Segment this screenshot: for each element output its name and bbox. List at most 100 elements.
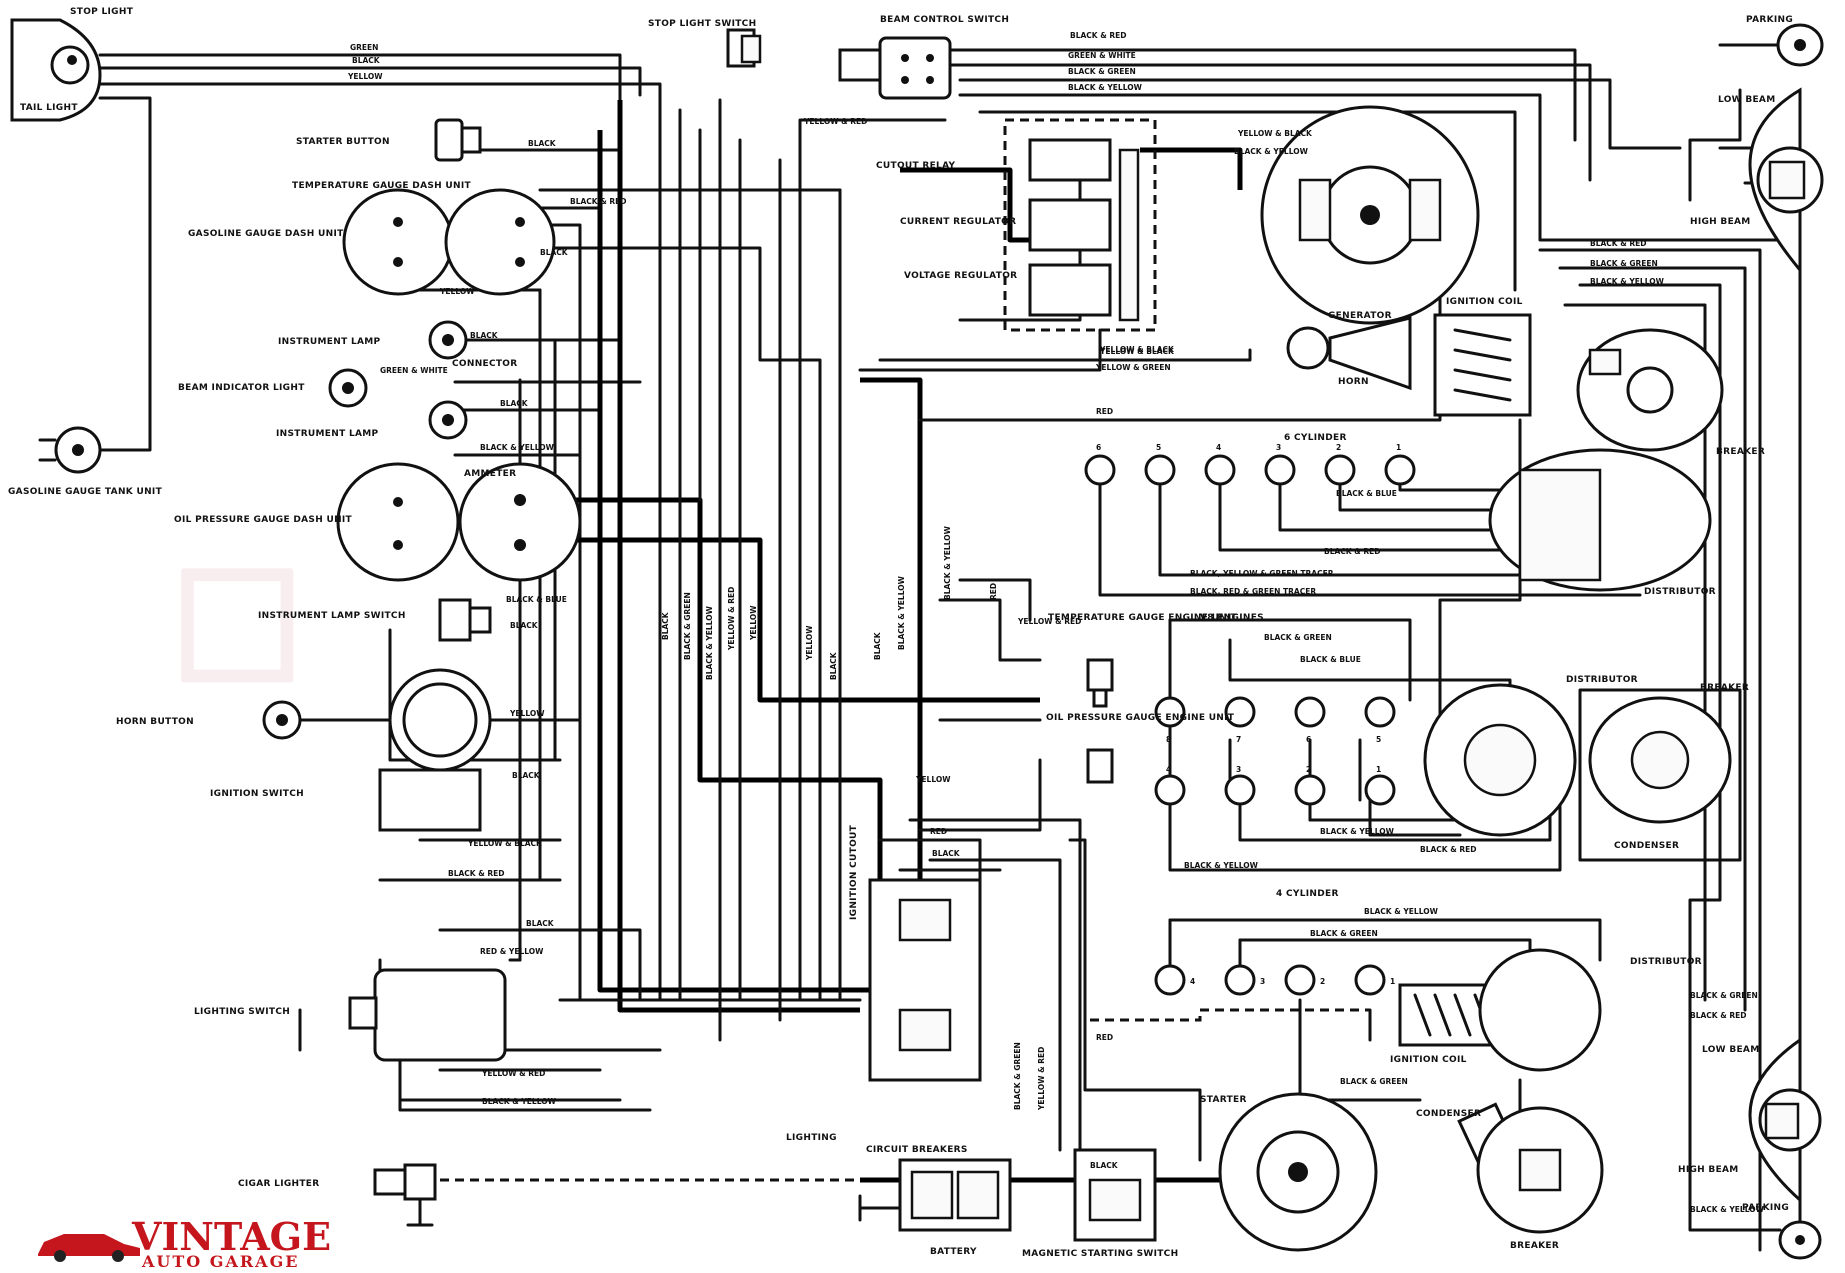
wire-label: YELLOW [509, 709, 545, 718]
wire-label: YELLOW & BLACK [1237, 129, 1313, 138]
four-cylinder-plugs [1154, 964, 1386, 996]
voltage-regulator-box [1003, 118, 1157, 332]
wire-label: BLACK & GREEN [1013, 1042, 1022, 1110]
wire-label: BLACK [873, 631, 882, 660]
label-high-beam-top: HIGH BEAM [1690, 217, 1751, 227]
wire-label: YELLOW [439, 287, 475, 296]
ignition-coil-top [1433, 313, 1532, 417]
label-stop-light-switch: STOP LIGHT SWITCH [648, 19, 756, 29]
distributor-v8-icon [1423, 683, 1577, 837]
logo-main-text: VINTAGE [132, 1214, 332, 1259]
wire-label: RED [1096, 407, 1113, 416]
wire-label: BLACK & YELLOW [1184, 861, 1259, 870]
wire-label: BLACK [500, 399, 529, 408]
wire-label: BLACK & RED [1590, 239, 1647, 248]
horn-button-icon [262, 700, 302, 740]
cyl-num: 1 [1390, 977, 1395, 986]
label-ammeter: AMMETER [464, 469, 516, 479]
stop-tail-light [10, 18, 102, 122]
label-six-cylinder: 6 CYLINDER [1284, 433, 1347, 443]
wire-label: BLACK & BLUE [1336, 489, 1397, 498]
label-cutout-relay: CUTOUT RELAY [876, 161, 956, 171]
starter-button [434, 118, 482, 162]
label-breaker-top: BREAKER [1716, 447, 1765, 457]
label-magnetic-starting-switch: MAGNETIC STARTING SWITCH [1022, 1249, 1178, 1259]
label-four-cylinder: 4 CYLINDER [1276, 889, 1339, 899]
wire-label: GREEN [350, 43, 378, 52]
generator-icon [1260, 105, 1480, 325]
beam-control-switch-icon [838, 36, 952, 100]
parking-light-bottom [1778, 1220, 1822, 1260]
wire-label: YELLOW & RED [1017, 617, 1081, 626]
wire-label: BLACK & YELLOW [482, 1097, 557, 1106]
wire-label: BLACK & YELLOW [1234, 147, 1309, 156]
label-distributor-v8: DISTRIBUTOR [1566, 675, 1638, 685]
wire-label: BLACK & YELLOW [1690, 1205, 1765, 1214]
logo-sub-text: AUTO GARAGE [142, 1252, 300, 1271]
wire-label: BLACK & GREEN [1068, 67, 1136, 76]
cyl-num: 6 [1306, 735, 1311, 744]
wire-label: BLACK & YELLOW [1320, 827, 1395, 836]
label-oil-pressure-dash: OIL PRESSURE GAUGE DASH UNIT [174, 515, 353, 525]
wire-label: GREEN & WHITE [1068, 51, 1136, 60]
label-condenser-4: CONDENSER [1416, 1109, 1481, 1119]
wire-label: YELLOW [749, 605, 758, 641]
label-oil-pressure-engine: OIL PRESSURE GAUGE ENGINE UNIT [1046, 713, 1235, 723]
lighting-switch-icon [348, 968, 507, 1062]
wire-label: BLACK, RED & GREEN TRACER [1190, 587, 1316, 596]
label-ignition-cutout: IGNITION CUTOUT [849, 824, 859, 920]
label-voltage-regulator: VOLTAGE REGULATOR [904, 271, 1017, 281]
wire-label: BLACK [540, 248, 569, 257]
wire-label: BLACK [352, 56, 381, 65]
wire-label: YELLOW [915, 775, 951, 784]
wire-label: BLACK [526, 919, 555, 928]
label-ignition-switch: IGNITION SWITCH [210, 789, 304, 799]
horn-icon [1286, 316, 1412, 391]
label-tail-light: TAIL LIGHT [20, 103, 78, 113]
wire-label: BLACK & GREEN [1590, 259, 1658, 268]
cyl-num: 3 [1276, 443, 1281, 452]
wire-label: YELLOW [347, 72, 383, 81]
label-starter-button: STARTER BUTTON [296, 137, 390, 147]
battery-icon [858, 1158, 1012, 1232]
temp-gauge-engine-unit [1086, 658, 1114, 708]
wire-label: BLACK [661, 611, 670, 640]
wire-label: BLACK [932, 849, 961, 858]
label-beam-control-switch: BEAM CONTROL SWITCH [880, 15, 1009, 25]
oil-pressure-engine-unit [1086, 748, 1114, 784]
headlight-top [1748, 87, 1824, 275]
instrument-lamp-1 [428, 320, 468, 360]
wire-label: BLACK & YELLOW [1364, 907, 1439, 916]
cigar-lighter-icon [373, 1163, 437, 1227]
wire-label: BLACK & GREEN [1310, 929, 1378, 938]
wire-label: YELLOW & RED [803, 117, 867, 126]
wire-label: YELLOW & RED [481, 1069, 545, 1078]
wire-label: BLACK & YELLOW [897, 575, 906, 650]
parking-light-top [1776, 23, 1824, 67]
label-temp-gauge-dash: TEMPERATURE GAUGE DASH UNIT [292, 181, 471, 191]
label-parking-top: PARKING [1746, 15, 1793, 25]
label-horn-button: HORN BUTTON [116, 717, 194, 727]
instrument-lamp-2 [428, 400, 468, 440]
breaker-4-icon [1476, 1106, 1604, 1234]
cyl-num: 8 [1166, 735, 1171, 744]
label-battery: BATTERY [930, 1247, 977, 1257]
label-generator: GENERATOR [1328, 311, 1392, 321]
car-icon [38, 1234, 140, 1262]
oil-pressure-ammeter-gauges [336, 462, 582, 582]
distributor-6-icon [1488, 448, 1712, 592]
wire-label: BLACK [829, 651, 838, 680]
cyl-num: 4 [1216, 443, 1221, 452]
label-temp-gauge-engine: TEMPERATURE GAUGE ENGINE UNIT [1048, 613, 1238, 623]
ignition-switch-icon [378, 668, 492, 832]
label-current-regulator: CURRENT REGULATOR [900, 217, 1016, 227]
cyl-num: 5 [1376, 735, 1381, 744]
cyl-num: 2 [1320, 977, 1325, 986]
label-distributor-4: DISTRIBUTOR [1630, 957, 1702, 967]
label-ignition-coil-4: IGNITION COIL [1390, 1055, 1467, 1065]
label-lighting-switch: LIGHTING SWITCH [194, 1007, 290, 1017]
label-gas-tank-unit: GASOLINE GAUGE TANK UNIT [8, 487, 163, 497]
cyl-num: 3 [1260, 977, 1265, 986]
cyl-num: 4 [1166, 765, 1171, 774]
label-cigar-lighter: CIGAR LIGHTER [238, 1179, 320, 1189]
